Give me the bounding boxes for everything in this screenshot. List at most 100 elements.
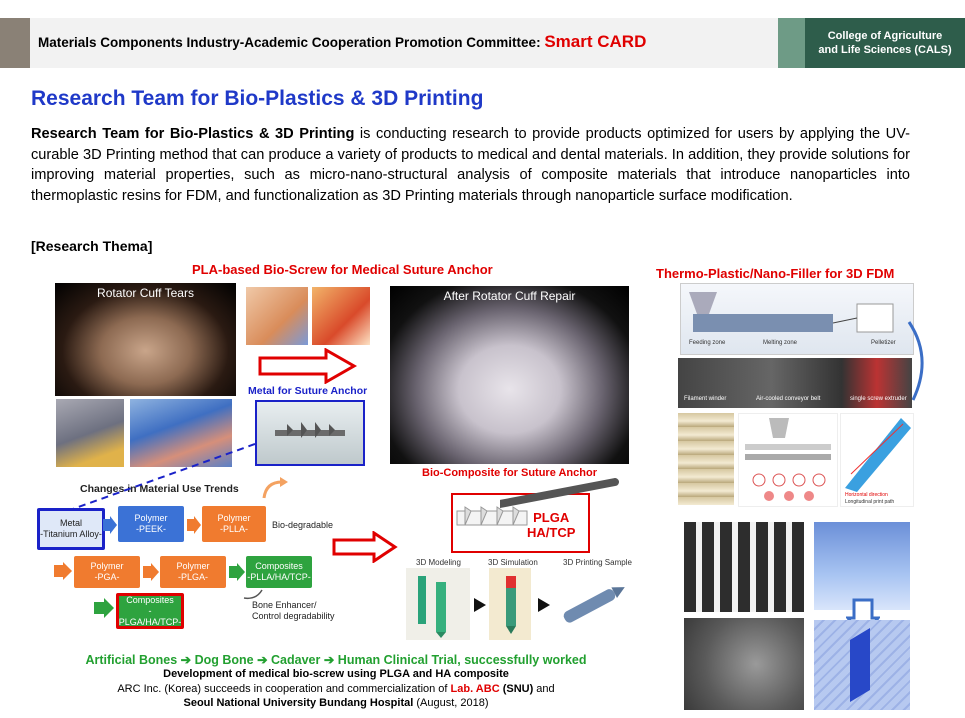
smart-card-brand: Smart CARD — [544, 32, 647, 51]
extruder-icon — [689, 292, 894, 333]
print-path-label: Longitudinal print path — [845, 499, 895, 505]
step-arrow-2-icon — [538, 598, 550, 612]
feeding-zone-label: Feeding zone — [689, 340, 726, 346]
print-nozzle-diagram — [738, 413, 838, 507]
clinical-trial-line: Artificial Bones ➔ Dog Bone ➔ Cadaver ➔ … — [85, 653, 587, 667]
intro-bold: Research Team for Bio-Plastics & 3D Prin… — [31, 126, 355, 142]
simulation-label: 3D Simulation — [488, 558, 538, 567]
printing-sample-label: 3D Printing Sample — [563, 558, 632, 567]
lab-photo-1 — [56, 399, 124, 467]
flow-arrow-3-icon — [54, 562, 72, 580]
flow-arrow-4-icon — [143, 563, 159, 581]
metal-screw-image — [255, 400, 365, 466]
modeling-label: 3D Modeling — [416, 558, 461, 567]
flow-polymer-pga: Polymer -PGA- — [74, 556, 140, 588]
sem-micrograph — [684, 618, 804, 710]
printed-screw-icon — [563, 587, 625, 623]
model-screw-icon — [418, 576, 446, 638]
flow-composites-plga-text: Composites -PLGA/HA/TCP- — [118, 594, 182, 627]
bone-enhancer-arrow-icon — [243, 589, 263, 600]
college-line2: and Life Sciences (CALS) — [818, 44, 952, 56]
flow-plla-text: Polymer -PLLA- — [217, 513, 251, 534]
flow-arrow-1-icon — [103, 516, 117, 534]
flow-metal-text: Metal -Titanium Alloy- — [40, 518, 102, 539]
process-arrow-icon — [907, 321, 924, 401]
conveyor-label: Air-cooled conveyor belt — [756, 396, 821, 402]
melting-zone-label: Melting zone — [763, 340, 798, 346]
screw-icon — [275, 422, 345, 438]
flow-metal: Metal -Titanium Alloy- — [37, 508, 105, 550]
shoulder-anatomy-image — [246, 287, 308, 345]
college-line1: College of Agriculture — [827, 30, 943, 42]
print-path-diagram: Horizontal direction Longitudinal print … — [840, 413, 914, 507]
big-red-arrow-icon — [332, 531, 398, 563]
rotator-tears-caption: Rotator Cuff Tears — [97, 286, 194, 300]
dashed-connector-icon — [69, 443, 256, 511]
trends-label: Changes in Material Use Trends — [80, 483, 239, 495]
inserter-handle-icon — [500, 478, 619, 508]
bio-degradable-label: Bio-degradable — [272, 520, 334, 530]
development-line: Development of medical bio-screw using P… — [163, 668, 509, 680]
plga-screw-box — [451, 493, 590, 553]
flow-peek-text: Polymer -PEEK- — [134, 513, 168, 534]
bio-screw-heading: PLA-based Bio-Screw for Medical Suture A… — [192, 262, 493, 277]
flow-plga-text: Polymer -PLGA- — [176, 561, 210, 582]
printed-block-photo — [814, 522, 910, 610]
committee-text: Materials Components Industry-Academic C… — [38, 35, 541, 50]
filament-winder-label: Filament winder — [684, 396, 727, 402]
extruder-label: single screw extruder — [850, 396, 907, 402]
fdm-heading: Thermo-Plastic/Nano-Filler for 3D FDM — [656, 266, 895, 281]
simulation-image — [489, 568, 531, 640]
flow-arrow-2-icon — [187, 516, 201, 534]
flow-pga-text: Polymer -PGA- — [90, 561, 124, 582]
shoulder-anchor-image — [312, 287, 370, 345]
extrusion-line-photo: Filament winder Air-cooled conveyor belt… — [678, 358, 912, 408]
lab-photo-2 — [130, 399, 232, 467]
bio-screw-icon — [456, 506, 528, 526]
flow-composites-plla: Composites -PLLA/HA/TCP- — [246, 556, 312, 588]
flow-arrow-6-icon — [94, 598, 114, 618]
flow-arrow-5-icon — [229, 563, 245, 581]
cals-badge: College of Agriculture and Life Sciences … — [805, 18, 965, 68]
bio-composite-label: Bio-Composite for Suture Anchor — [422, 467, 597, 479]
filament-spools-photo — [678, 413, 734, 505]
intro-rest: is conducting research to provide produc… — [31, 126, 910, 204]
plga-line2: HA/TCP — [527, 525, 576, 540]
header-title: Materials Components Industry-Academic C… — [38, 32, 646, 52]
flow-composites-plla-text: Composites -PLLA/HA/TCP- — [247, 561, 311, 582]
curved-arrow-icon — [262, 477, 288, 499]
nozzle-icon — [745, 418, 831, 501]
red-arrow-icon — [258, 348, 358, 384]
bone-enhancer-label: Bone Enhancer/ Control degradability — [252, 600, 335, 621]
printed-grid-model — [814, 620, 910, 710]
plga-line1: PLGA — [533, 510, 570, 525]
step-arrow-1-icon — [474, 598, 486, 612]
page-title: Research Team for Bio-Plastics & 3D Prin… — [31, 87, 484, 110]
research-thema-label: [Research Thema] — [31, 238, 153, 254]
lab-abc: Lab. ABC — [450, 683, 500, 695]
flow-polymer-plga: Polymer -PLGA- — [160, 556, 226, 588]
rotator-cuff-tears-photo: Rotator Cuff Tears — [55, 283, 236, 396]
flow-polymer-plla: Polymer -PLLA- — [202, 506, 266, 542]
modeling-image — [406, 568, 470, 640]
flow-polymer-peek: Polymer -PEEK- — [118, 506, 184, 542]
printing-sample-image — [553, 568, 633, 640]
commercialization-line: ARC Inc. (Korea) succeeds in cooperation… — [0, 683, 672, 695]
print-path-icon — [845, 418, 911, 492]
extruder-diagram: Feeding zone Melting zone Pelletizer — [680, 283, 914, 355]
printed-specimens-photo — [684, 522, 804, 612]
horizontal-direction-label: Horizontal direction — [845, 492, 888, 498]
flow-composites-plga: Composites -PLGA/HA/TCP- — [116, 593, 184, 629]
intro-paragraph: Research Team for Bio-Plastics & 3D Prin… — [31, 124, 910, 206]
after-repair-caption: After Rotator Cuff Repair — [443, 289, 576, 303]
printed-wall-icon — [850, 628, 870, 702]
hospital-name: Seoul National University Bundang Hospit… — [183, 697, 414, 709]
pelletizer-label: Pelletizer — [871, 340, 896, 346]
commercial-text: ARC Inc. (Korea) succeeds in cooperation… — [117, 683, 451, 695]
hospital-line: Seoul National University Bundang Hospit… — [0, 697, 672, 709]
header-accent — [0, 18, 30, 68]
metal-anchor-label: Metal for Suture Anchor — [248, 385, 368, 397]
snu-text: (SNU) — [499, 683, 534, 695]
after-repair-photo: After Rotator Cuff Repair — [390, 286, 629, 464]
